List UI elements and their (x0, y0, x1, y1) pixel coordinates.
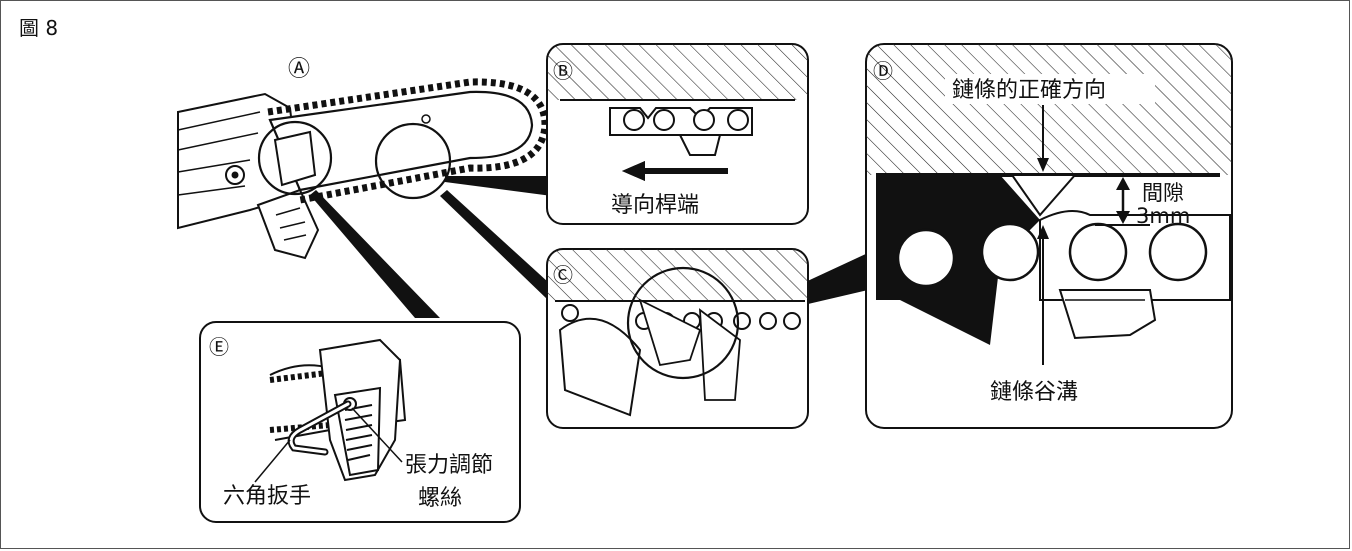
callout-wedge-b (445, 176, 552, 196)
panel-b-label: 導向桿端 (611, 193, 699, 218)
panel-b: Ⓑ 導向桿端 (546, 43, 809, 225)
panel-d-bottom-label: 鏈條谷溝 (990, 380, 1078, 405)
panel-b-marker-ring: Ⓑ (553, 59, 573, 83)
direction-arrow-icon (622, 161, 645, 181)
panel-d-gap-label: 間隙 (1142, 181, 1184, 205)
panel-e-marker-ring: Ⓔ (209, 335, 229, 359)
callout-wedge-e (310, 190, 440, 318)
panel-e-wrench-label: 六角扳手 (223, 484, 311, 509)
panel-e-screw-label-1: 張力調節 (405, 453, 493, 478)
panel-a-marker-ring: Ⓐ (288, 57, 310, 82)
panel-e-screw-label-2: 螺絲 (418, 486, 462, 511)
figure-title: 圖 8 (19, 16, 59, 40)
panel-d: Ⓓ 鏈條的正確方向 間隙 3mm 鏈條谷溝 (865, 43, 1233, 429)
panel-c-marker-ring: Ⓒ (553, 263, 573, 287)
zoom-circle-sprocket (257, 120, 333, 196)
panel-e: Ⓔ 六角扳手 張力調節 螺絲 (199, 321, 521, 523)
zoom-circle-bar (374, 122, 452, 200)
chainsaw-overview (177, 78, 549, 260)
callout-wedge-c (440, 190, 548, 300)
panel-d-top-label: 鏈條的正確方向 (952, 78, 1106, 103)
panel-d-marker-ring: Ⓓ (873, 59, 893, 83)
panel-d-gap-value: 3mm (1136, 204, 1190, 228)
panel-c: Ⓒ (546, 248, 809, 429)
